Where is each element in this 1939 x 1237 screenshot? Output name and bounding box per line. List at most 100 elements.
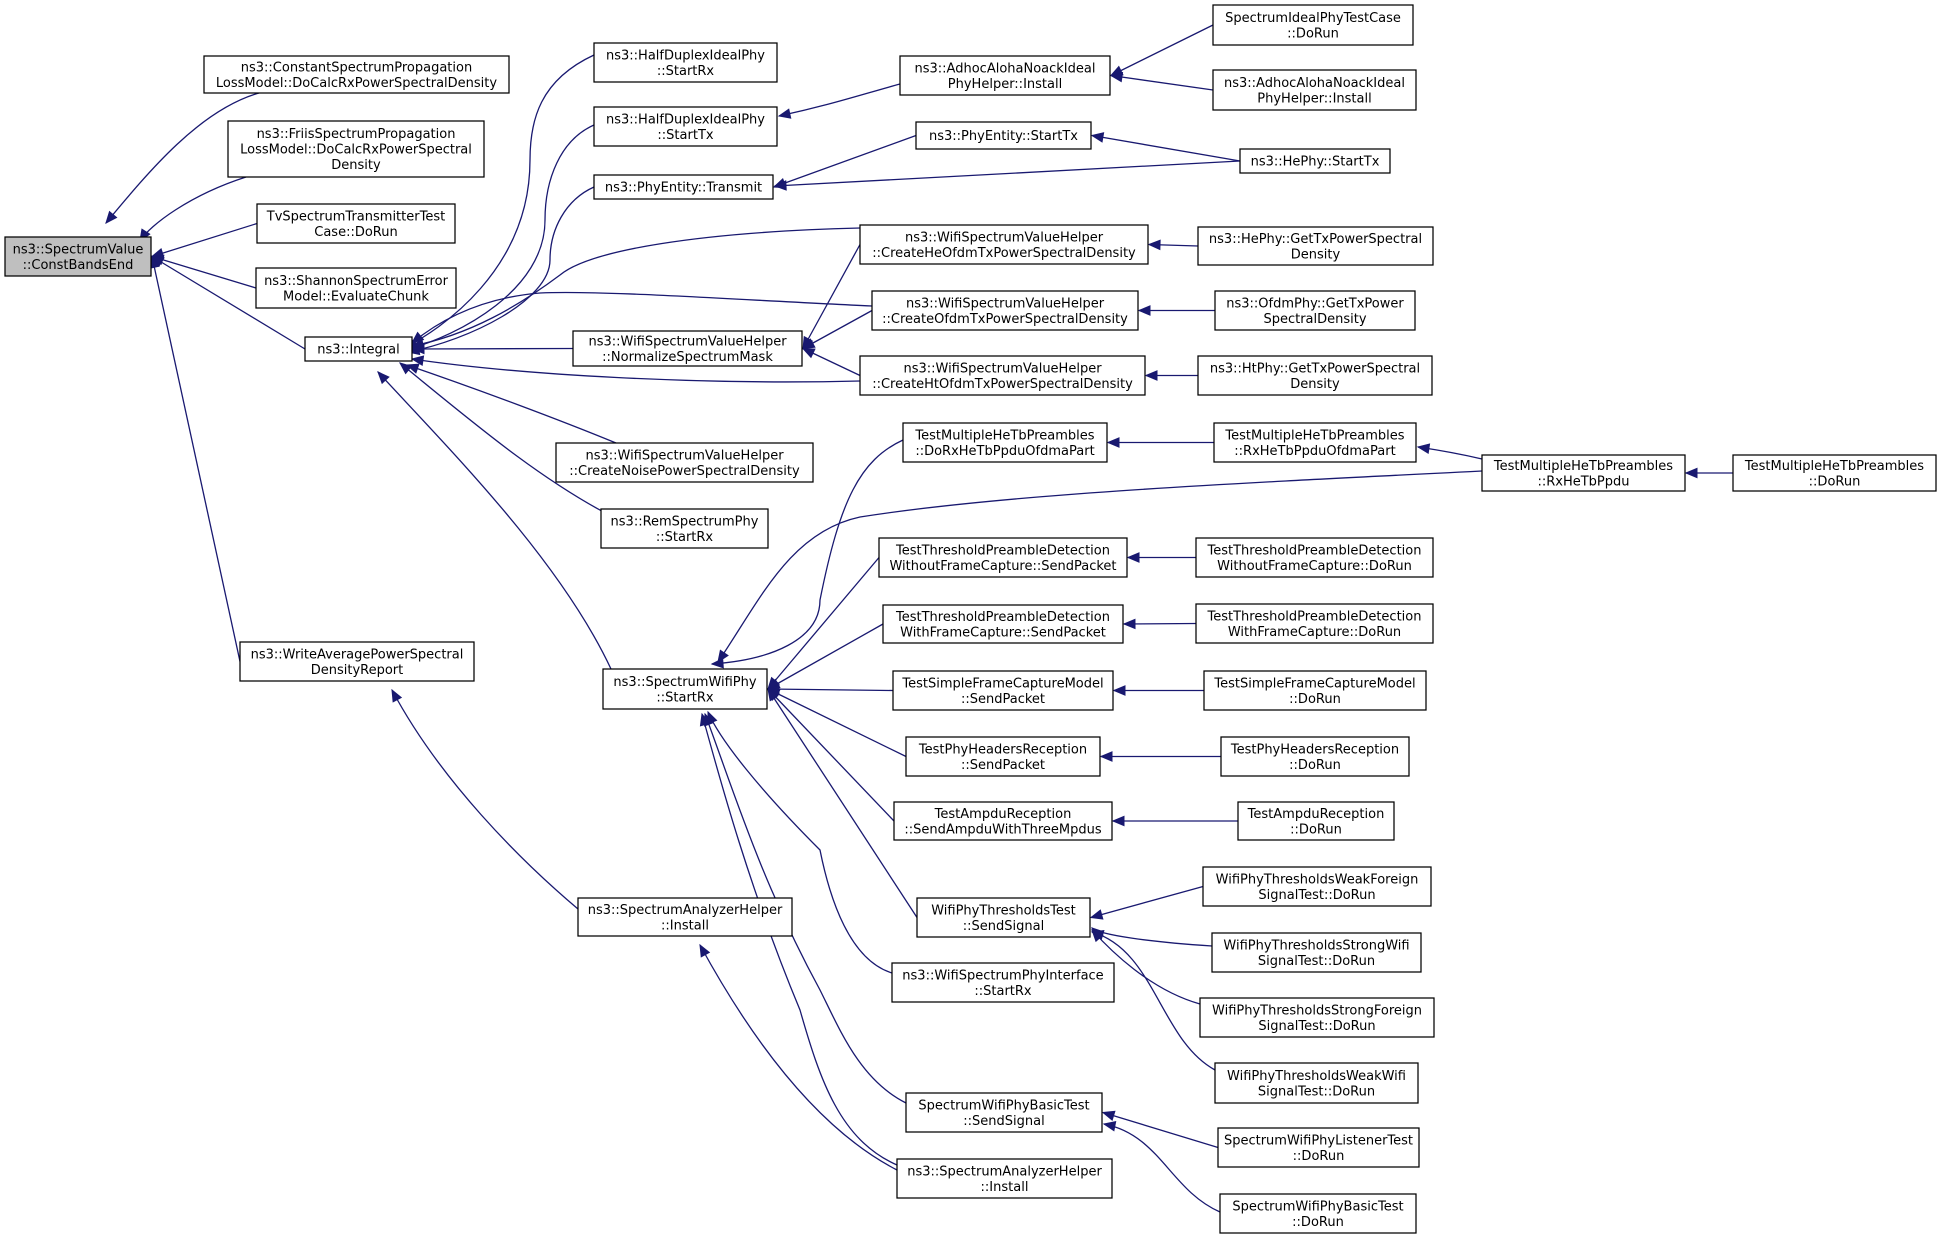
node-label-line: SpectrumWifiPhyListenerTest — [1224, 1133, 1413, 1148]
graph-node-n14[interactable]: ns3::SpectrumAnalyzerHelper::Install — [577, 897, 793, 937]
graph-edge — [391, 688, 579, 910]
graph-node-n42[interactable]: TestPhyHeadersReception::DoRun — [1220, 736, 1410, 777]
edge-line — [802, 309, 873, 350]
graph-node-n7[interactable]: ns3::HalfDuplexIdealPhy::StartRx — [593, 42, 778, 83]
node-label-line: ns3::AdhocAlohaNoackIdeal — [1224, 76, 1405, 91]
graph-node-n37[interactable]: TestMultipleHeTbPreambles::RxHeTbPpdu — [1481, 454, 1686, 492]
graph-node-n16[interactable]: ns3::PhyEntity::StartTx — [915, 121, 1092, 150]
graph-node-n41[interactable]: TestSimpleFrameCaptureModel::DoRun — [1203, 670, 1427, 711]
graph-node-n23[interactable]: TestSimpleFrameCaptureModel::SendPacket — [892, 670, 1114, 711]
edge-line — [773, 134, 917, 188]
node-label-line: WifiPhyThresholdsStrongForeign — [1212, 1003, 1422, 1018]
graph-node-n32[interactable]: ns3::HePhy::StartTx — [1239, 148, 1391, 174]
graph-node-n28[interactable]: SpectrumWifiPhyBasicTest::SendSignal — [905, 1092, 1103, 1133]
graph-node-n19[interactable]: ns3::WifiSpectrumValueHelper::CreateHtOf… — [859, 355, 1146, 396]
node-label-line: ::SendSignal — [963, 919, 1044, 934]
graph-node-n24[interactable]: TestPhyHeadersReception::SendPacket — [905, 736, 1101, 777]
graph-edge — [1090, 930, 1216, 1071]
edge-line — [1103, 1123, 1221, 1213]
node-box — [871, 290, 1139, 331]
graph-node-n2[interactable]: ns3::FriisSpectrumPropagationLossModel::… — [227, 120, 485, 178]
node-label-line: SignalTest::DoRun — [1258, 954, 1375, 969]
graph-edge — [411, 343, 574, 355]
graph-node-n11[interactable]: ns3::WifiSpectrumValueHelper::CreateNois… — [555, 442, 814, 483]
edges-layer — [105, 24, 1733, 1213]
node-label-line: ::StartRx — [656, 690, 714, 705]
node-box — [892, 670, 1114, 711]
graph-node-n22[interactable]: TestThresholdPreambleDetectionWithFrameC… — [882, 604, 1124, 644]
graph-node-n29[interactable]: ns3::SpectrumAnalyzerHelper::Install — [896, 1158, 1113, 1199]
graph-node-n5[interactable]: ns3::Integral — [304, 336, 413, 362]
graph-node-n1[interactable]: ns3::ConstantSpectrumPropagationLossMode… — [203, 55, 510, 94]
node-box — [1211, 932, 1422, 973]
graph-edge — [1126, 552, 1196, 563]
node-label-line: ns3::ConstantSpectrumPropagation — [241, 60, 472, 75]
graph-edge — [801, 309, 873, 350]
graph-node-n25[interactable]: TestAmpduReception::SendAmpduWithThreeMp… — [893, 801, 1113, 841]
graph-node-n31[interactable]: ns3::AdhocAlohaNoackIdealPhyHelper::Inst… — [1212, 69, 1417, 111]
graph-node-n18[interactable]: ns3::WifiSpectrumValueHelper::CreateOfdm… — [871, 290, 1139, 331]
graph-node-n45[interactable]: WifiPhyThresholdsStrongWifiSignalTest::D… — [1211, 932, 1422, 973]
node-box — [905, 1092, 1103, 1133]
graph-edge — [1089, 885, 1204, 920]
edge-arrowhead — [377, 371, 390, 385]
graph-node-n13[interactable]: ns3::SpectrumWifiPhy::StartRx — [602, 668, 768, 710]
graph-node-n21[interactable]: TestThresholdPreambleDetectionWithoutFra… — [878, 537, 1128, 578]
edge-line — [704, 713, 907, 1104]
graph-edge — [767, 687, 918, 918]
graph-node-n27[interactable]: ns3::WifiSpectrumPhyInterface::StartRx — [891, 962, 1115, 1003]
edge-line — [699, 944, 898, 1171]
edge-arrowhead — [410, 355, 425, 366]
graph-node-n49[interactable]: SpectrumWifiPhyBasicTest::DoRun — [1219, 1193, 1417, 1234]
node-label-line: TestThresholdPreambleDetection — [895, 543, 1110, 558]
graph-node-n36[interactable]: TestMultipleHeTbPreambles::RxHeTbPpduOfd… — [1213, 422, 1417, 463]
graph-edge — [717, 470, 1483, 664]
node-box — [239, 641, 475, 682]
node-box — [1203, 670, 1427, 711]
graph-node-n12[interactable]: ns3::RemSpectrumPhy::StartRx — [600, 508, 769, 549]
node-box — [1239, 148, 1391, 174]
graph-node-n40[interactable]: TestThresholdPreambleDetectionWithFrameC… — [1195, 603, 1434, 644]
graph-node-n46[interactable]: WifiPhyThresholdsStrongForeignSignalTest… — [1199, 997, 1435, 1038]
graph-node-n39[interactable]: TestThresholdPreambleDetectionWithoutFra… — [1195, 537, 1434, 578]
graph-edge — [699, 712, 898, 1166]
graph-edge — [1106, 437, 1214, 448]
graph-node-n30[interactable]: SpectrumIdealPhyTestCase::DoRun — [1212, 4, 1414, 46]
node-box — [577, 897, 793, 937]
graph-edge — [1102, 1120, 1221, 1213]
graph-edge — [377, 371, 612, 670]
graph-node-n26[interactable]: WifiPhyThresholdsTest::SendSignal — [916, 897, 1091, 938]
graph-node-n15[interactable]: ns3::AdhocAlohaNoackIdealPhyHelper::Inst… — [899, 55, 1111, 96]
edge-line — [403, 54, 595, 349]
graph-node-n48[interactable]: SpectrumWifiPhyListenerTest::DoRun — [1217, 1127, 1420, 1168]
edge-arrowhead — [767, 687, 779, 702]
graph-node-n44[interactable]: WifiPhyThresholdsWeakForeignSignalTest::… — [1202, 866, 1432, 907]
graph-node-root[interactable]: ns3::SpectrumValue::ConstBandsEnd — [4, 236, 152, 277]
graph-edge — [1109, 24, 1214, 77]
node-box — [916, 897, 1091, 938]
edge-line — [1123, 622, 1197, 625]
graph-edge — [1137, 305, 1215, 316]
edge-arrowhead — [1122, 618, 1136, 630]
edge-line — [778, 83, 901, 117]
node-label-line: ::Install — [661, 918, 709, 933]
graph-node-n43[interactable]: TestAmpduReception::DoRun — [1237, 801, 1395, 841]
graph-node-n10[interactable]: ns3::WifiSpectrumValueHelper::NormalizeS… — [572, 330, 803, 367]
graph-node-n6[interactable]: ns3::WriteAveragePowerSpectralDensityRep… — [239, 641, 475, 682]
graph-node-n9[interactable]: ns3::PhyEntity::Transmit — [593, 174, 774, 200]
node-label-line: ns3::RemSpectrumPhy — [611, 514, 759, 529]
edge-line — [1110, 24, 1214, 77]
graph-node-n47[interactable]: WifiPhyThresholdsWeakWifiSignalTest::DoR… — [1214, 1062, 1419, 1104]
graph-node-n4[interactable]: ns3::ShannonSpectrumErrorModel::Evaluate… — [255, 267, 457, 309]
node-box — [593, 42, 778, 83]
graph-node-n20[interactable]: TestMultipleHeTbPreambles::DoRxHeTbPpduO… — [902, 422, 1108, 463]
graph-node-n8[interactable]: ns3::HalfDuplexIdealPhy::StartTx — [593, 106, 778, 147]
graph-node-n17[interactable]: ns3::WifiSpectrumValueHelper::CreateHeOf… — [859, 224, 1149, 265]
edge-line — [391, 689, 579, 910]
graph-node-n38[interactable]: TestMultipleHeTbPreambles::DoRun — [1732, 454, 1937, 492]
graph-edge — [773, 160, 1241, 191]
